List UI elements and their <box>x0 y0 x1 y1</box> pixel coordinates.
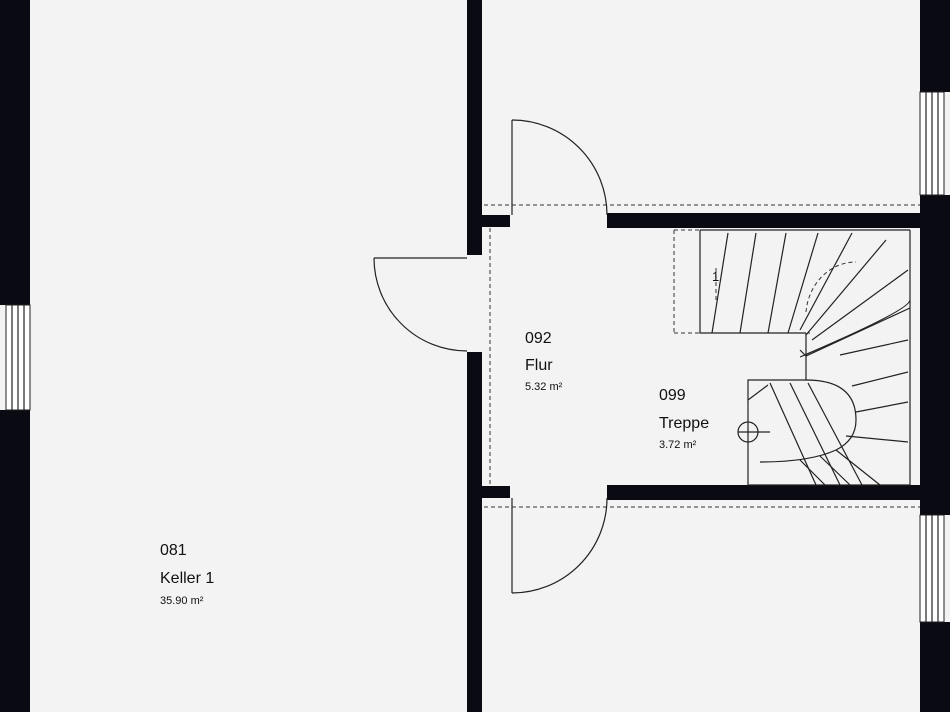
window-right-lower <box>919 514 945 623</box>
room-name: Treppe <box>659 415 709 432</box>
wall-right-bottom <box>920 622 950 712</box>
windows <box>5 91 945 623</box>
room-label-keller1: 081 Keller 1 35.90 m² <box>160 542 214 607</box>
room-area: 35.90 m² <box>160 595 204 607</box>
wall-treppe-bottom <box>607 485 920 500</box>
wall-left-upper <box>0 0 30 305</box>
wall-flur-top-stub <box>482 215 510 227</box>
room-number: 081 <box>160 542 187 559</box>
wall-flur-bottom-stub <box>482 486 510 498</box>
room-area: 3.72 m² <box>659 439 697 451</box>
wall-left-lower <box>0 410 30 712</box>
room-name: Flur <box>525 357 553 374</box>
room-name: Keller 1 <box>160 570 214 587</box>
door-flur-bottom <box>511 497 608 594</box>
window-left <box>5 304 31 411</box>
room-label-flur: 092 Flur 5.32 m² <box>525 330 563 393</box>
wall-right-top <box>920 0 950 92</box>
room-number: 099 <box>659 387 686 404</box>
door-flur-top <box>511 119 608 216</box>
wall-center-lower <box>467 352 482 712</box>
stair-treads <box>711 232 909 486</box>
stair-number-label: 1 <box>712 269 719 284</box>
window-right-upper <box>919 91 945 196</box>
room-label-treppe: 099 Treppe 3.72 m² <box>659 387 709 451</box>
doors <box>373 119 608 594</box>
staircase: 1 <box>699 229 911 486</box>
room-number: 092 <box>525 330 552 347</box>
room-area: 5.32 m² <box>525 381 563 393</box>
wall-treppe-top <box>607 213 920 228</box>
wall-center-upper <box>467 0 482 255</box>
wall-right-middle <box>920 195 950 515</box>
door-keller <box>373 257 468 352</box>
interior-walls <box>467 0 920 712</box>
